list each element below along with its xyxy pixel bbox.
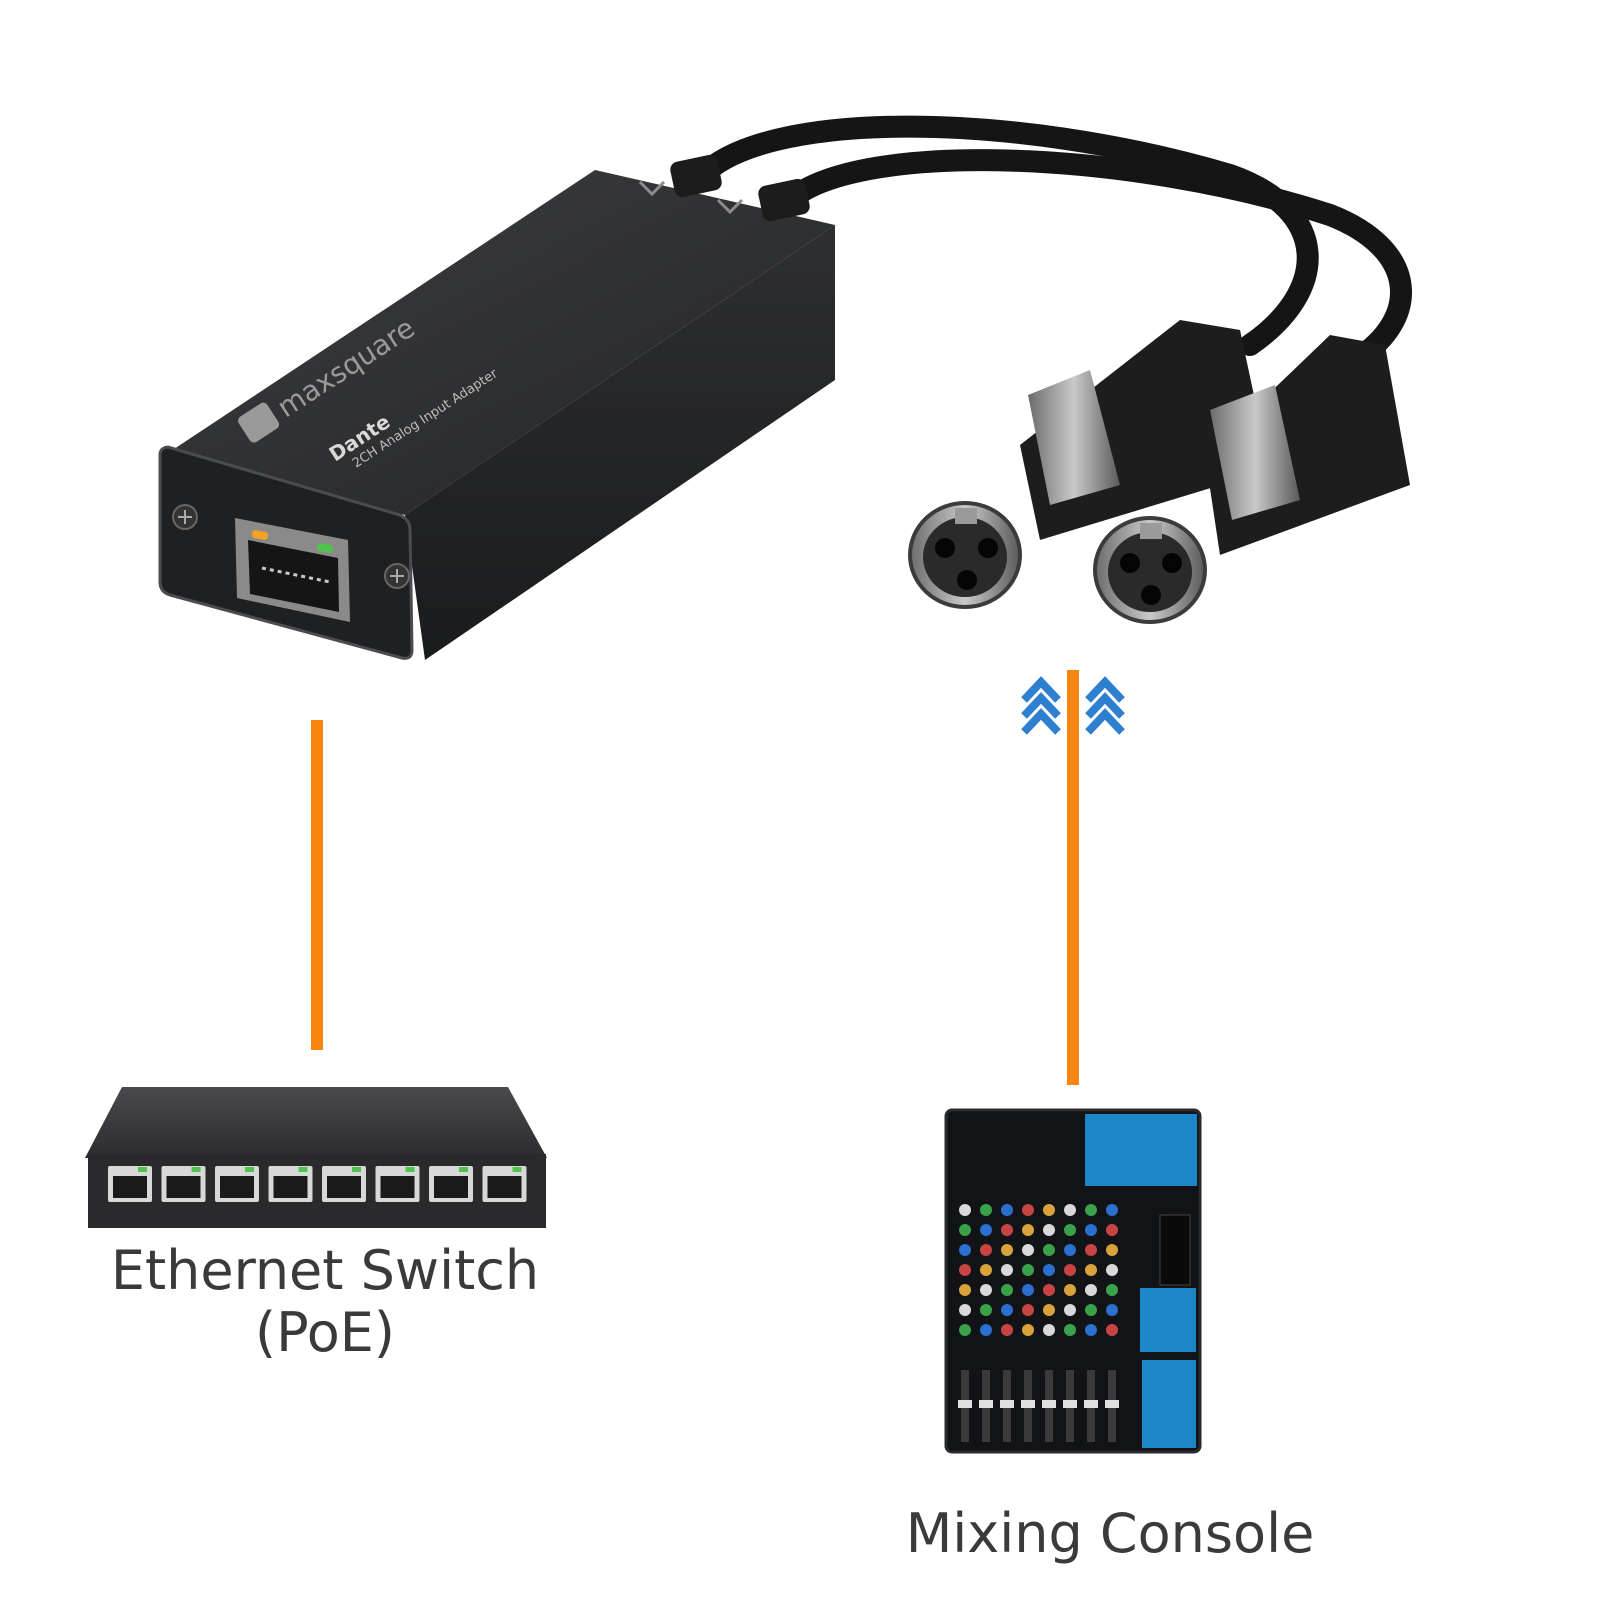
mixer-knob-icon [959, 1204, 971, 1216]
mixer-knob-icon [980, 1324, 992, 1336]
mixer-knob-icon [959, 1324, 971, 1336]
mixer-knob-icon [1106, 1264, 1118, 1276]
switch-port-icon [429, 1166, 473, 1202]
mixer-knob-icon [959, 1284, 971, 1296]
mixer-knob-icon [1043, 1324, 1055, 1336]
mixing-console-icon [944, 1108, 1202, 1454]
xlr-female-connector-icon [908, 320, 1270, 609]
mixer-knob-icon [1085, 1264, 1097, 1276]
mixer-knob-icon [1085, 1224, 1097, 1236]
mixer-knob-icon [1106, 1224, 1118, 1236]
maxsquare-logo-icon [238, 402, 280, 443]
ethernet-switch-icon [85, 1087, 547, 1228]
mixer-knob-icon [1064, 1244, 1076, 1256]
mixer-knob-icon [980, 1224, 992, 1236]
mixer-knob-icon [1085, 1204, 1097, 1216]
dante-adapter-icon [158, 154, 835, 660]
mixer-knob-icon [1064, 1224, 1076, 1236]
mixer-knob-icon [980, 1264, 992, 1276]
mixer-knob-icon [1064, 1324, 1076, 1336]
mixer-knob-icon [1085, 1244, 1097, 1256]
mixing-console-label: Mixing Console [905, 1502, 1315, 1565]
mixer-knob-icon [1106, 1284, 1118, 1296]
mixer-knob-icon [1064, 1264, 1076, 1276]
mixer-knob-icon [959, 1244, 971, 1256]
switch-port-icon [322, 1166, 366, 1202]
mixer-knob-icon [1022, 1264, 1034, 1276]
mixer-knob-icon [1022, 1224, 1034, 1236]
mixer-knob-icon [1001, 1264, 1013, 1276]
mixer-knob-icon [1064, 1284, 1076, 1296]
ethernet-switch-label-line2: (PoE) [255, 1301, 395, 1365]
mixer-knob-icon [1106, 1244, 1118, 1256]
switch-port-icon [375, 1166, 420, 1202]
mixer-knob-icon [1001, 1224, 1013, 1236]
switch-port-icon [482, 1166, 527, 1202]
mixer-knob-icon [1022, 1284, 1034, 1296]
adapter-cables [689, 115, 1412, 371]
mixer-knob-icon [1022, 1324, 1034, 1336]
mixer-knob-icon [1043, 1204, 1055, 1216]
mixer-knob-icon [1043, 1244, 1055, 1256]
mixer-knob-icon [980, 1244, 992, 1256]
mixer-knob-icon [1001, 1304, 1013, 1316]
mixer-knob-icon [959, 1264, 971, 1276]
mixer-knob-icon [1043, 1264, 1055, 1276]
mixer-knob-icon [1043, 1284, 1055, 1296]
double-chevron-up-icon [1021, 676, 1061, 735]
rj45-port-icon [235, 518, 350, 622]
mixer-knob-icon [1001, 1244, 1013, 1256]
mixer-knob-icon [1064, 1304, 1076, 1316]
double-chevron-up-icon [1085, 676, 1125, 735]
mixer-knob-icon [1043, 1224, 1055, 1236]
switch-port-icon [268, 1166, 313, 1202]
mixer-knob-icon [1001, 1204, 1013, 1216]
mixer-knob-icon [980, 1304, 992, 1316]
mixer-knob-icon [1022, 1244, 1034, 1256]
mixer-knob-icon [980, 1284, 992, 1296]
ethernet-switch-label: Ethernet Switch (PoE) [60, 1239, 590, 1365]
mixer-knob-icon [1085, 1304, 1097, 1316]
switch-port-icon [215, 1166, 259, 1202]
xlr-female-connector-icon [1093, 335, 1410, 624]
mixer-knob-icon [1106, 1304, 1118, 1316]
mixer-knob-icon [1106, 1204, 1118, 1216]
mixer-knob-icon [959, 1304, 971, 1316]
mixer-knob-icon [1001, 1284, 1013, 1296]
mixer-knob-icon [1064, 1204, 1076, 1216]
mixer-knob-icon [1001, 1324, 1013, 1336]
mixer-knob-icon [959, 1224, 971, 1236]
switch-port-icon [161, 1166, 206, 1202]
mixer-knob-icon [1043, 1304, 1055, 1316]
ethernet-switch-label-line1: Ethernet Switch [110, 1239, 540, 1302]
switch-port-icon [108, 1166, 152, 1202]
mixer-knob-icon [1022, 1204, 1034, 1216]
mixer-knob-icon [1106, 1324, 1118, 1336]
mixer-knob-icon [1022, 1304, 1034, 1316]
mixer-knob-icon [1085, 1284, 1097, 1296]
mixer-knob-icon [980, 1204, 992, 1216]
mixer-knob-icon [1085, 1324, 1097, 1336]
